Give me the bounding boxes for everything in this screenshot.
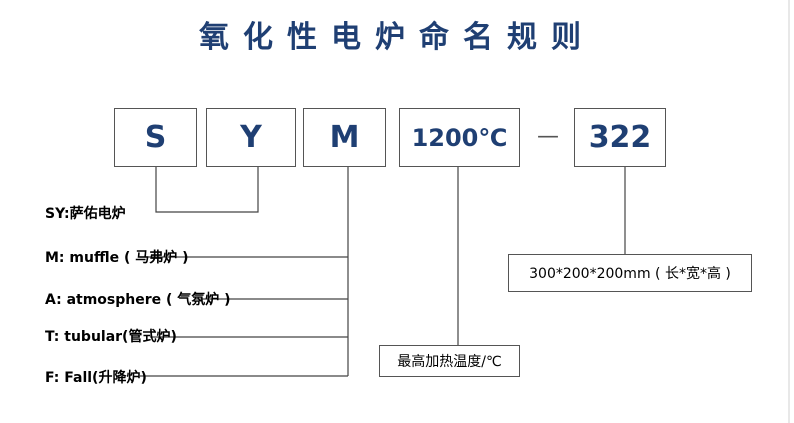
temperature-box: 1200℃ (399, 108, 520, 167)
code-box-s: S (114, 108, 197, 167)
scrollbar-edge (788, 0, 790, 423)
legend-muffle: M: muffle ( 马弗炉 ) (45, 250, 189, 266)
size-box: 322 (574, 108, 666, 167)
code-box-y: Y (206, 108, 296, 167)
legend-atmosphere: A: atmosphere ( 气氛炉 ) (45, 292, 231, 308)
separator-dash: — (537, 124, 559, 149)
legend-fall: F: Fall(升降炉) (45, 370, 147, 386)
legend-sy: SY:萨佑电炉 (45, 206, 126, 222)
page-title: 氧化性电炉命名规则 (199, 20, 595, 55)
temperature-note-box: 最高加热温度/℃ (379, 345, 520, 377)
legend-tubular: T: tubular(管式炉) (45, 329, 177, 345)
size-note-box: 300*200*200mm ( 长*宽*高 ) (508, 254, 752, 292)
code-box-m: M (303, 108, 386, 167)
